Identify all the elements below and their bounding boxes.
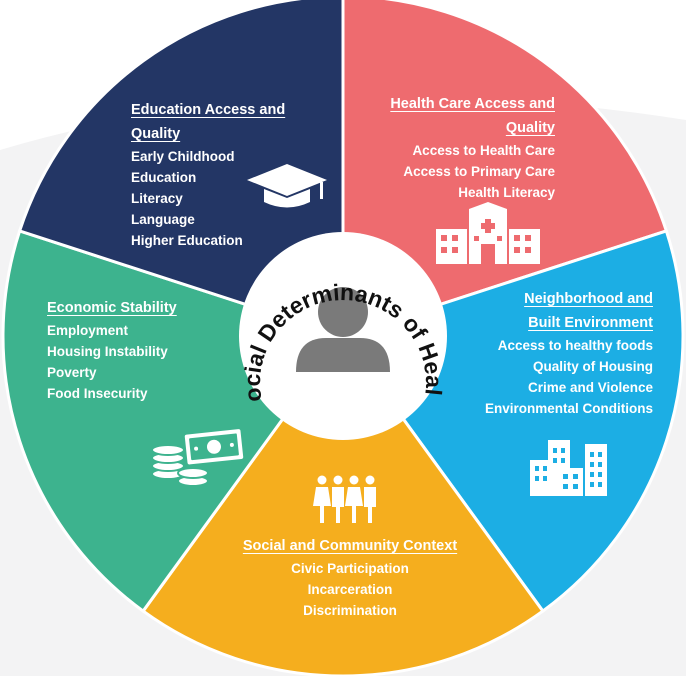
segment-social-community: Social and Community Context Civic Parti… <box>205 534 495 621</box>
segment-neighborhood-item: Environmental Conditions <box>484 401 653 416</box>
segment-social-item: Civic Participation <box>291 561 409 576</box>
segment-health-care: Health Care Access and Quality Access to… <box>390 92 555 203</box>
person-figure-head <box>333 475 343 485</box>
segment-economic-heading: Economic Stability <box>47 300 177 316</box>
segment-economic-item: Housing Instability <box>47 344 168 359</box>
person-figure-body <box>313 487 331 523</box>
people-group-icon <box>313 475 376 523</box>
segment-economic-stability: Economic Stability Employment Housing In… <box>47 296 177 404</box>
segment-economic-item: Food Insecurity <box>47 386 148 401</box>
wheel-segment-health-care <box>341 0 669 339</box>
person-icon <box>296 287 390 372</box>
segment-health-care-heading-line-1: Health Care Access and <box>390 96 555 112</box>
segment-economic-item: Employment <box>47 323 129 338</box>
person-figure-head <box>365 475 375 485</box>
segment-social-item: Discrimination <box>303 603 397 618</box>
person-figure-body <box>332 487 344 523</box>
segment-neighborhood: Neighborhood and Built Environment Acces… <box>485 287 653 419</box>
segment-education-item: Language <box>131 212 195 227</box>
segment-education-heading-line-2: Quality <box>131 126 181 142</box>
hospital-icon <box>436 202 540 264</box>
segment-education-item: Literacy <box>131 191 183 206</box>
person-figure-head <box>317 475 327 485</box>
segment-neighborhood-item: Crime and Violence <box>527 380 653 395</box>
graduation-cap-icon <box>247 164 327 208</box>
segment-education-heading-line-1: Education Access and <box>131 102 286 118</box>
segment-neighborhood-heading-line-2: Built Environment <box>528 315 653 331</box>
segment-social-heading: Social and Community Context <box>242 538 458 554</box>
person-figure-body <box>345 487 363 523</box>
segment-health-care-item: Health Literacy <box>458 185 555 200</box>
segment-education-item: Higher Education <box>131 233 243 248</box>
segment-neighborhood-item: Access to healthy foods <box>497 338 653 353</box>
wheel-segment-education <box>17 0 345 339</box>
segment-economic-item: Poverty <box>47 365 97 380</box>
buildings-icon <box>530 440 607 496</box>
segment-education-item: Education <box>131 170 197 185</box>
segment-neighborhood-item: Quality of Housing <box>533 359 653 374</box>
segment-education: Education Access and Quality Early Child… <box>131 98 285 251</box>
segment-health-care-item: Access to Health Care <box>412 143 555 158</box>
money-coins-icon <box>151 429 244 487</box>
segment-health-care-heading-line-2: Quality <box>505 120 555 136</box>
segment-social-item: Incarceration <box>307 582 393 597</box>
person-figure-body <box>364 487 376 523</box>
segment-education-item: Early Childhood <box>131 149 235 164</box>
segment-neighborhood-heading-line-1: Neighborhood and <box>524 291 653 307</box>
person-figure-head <box>349 475 359 485</box>
segment-health-care-item: Access to Primary Care <box>403 164 555 179</box>
